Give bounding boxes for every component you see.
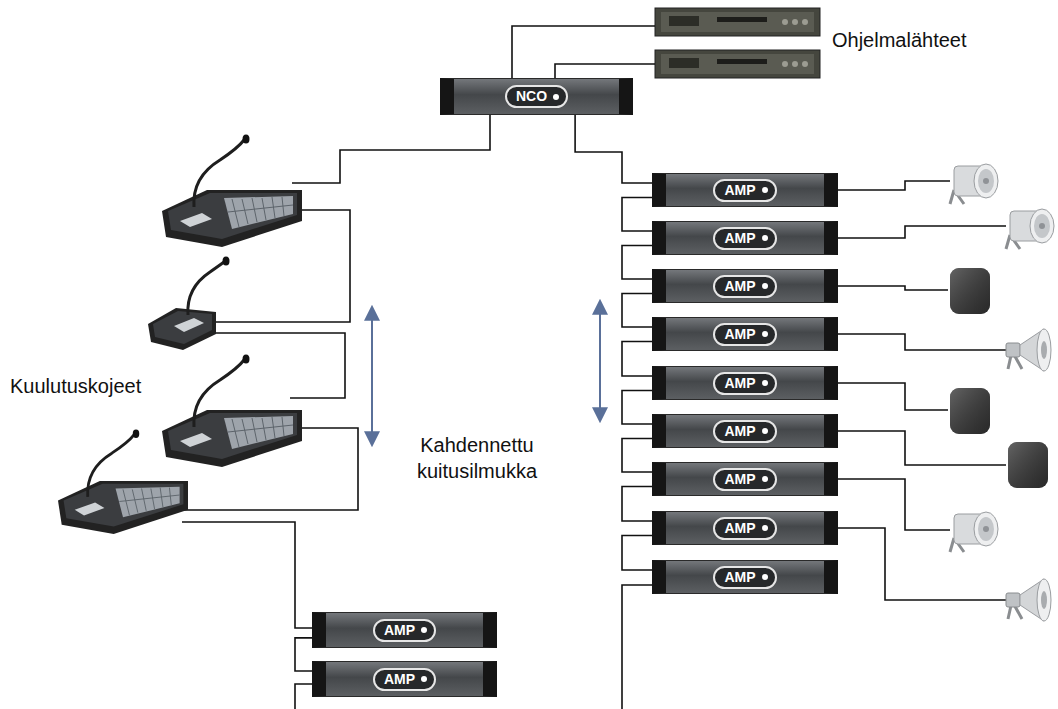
status-dot (762, 380, 768, 386)
device-badge: AMP (713, 517, 776, 540)
device-badge: AMP (713, 323, 776, 346)
amplifier-unit: AMP (312, 612, 497, 648)
device-label: AMP (384, 671, 415, 688)
device-label: NCO (516, 88, 547, 105)
device-label: AMP (724, 375, 755, 392)
device-label: AMP (384, 622, 415, 639)
fiber-link (295, 638, 312, 671)
device-badge: AMP (713, 420, 776, 443)
amplifier-unit: AMP (652, 269, 838, 303)
device-badge: AMP (373, 619, 436, 642)
device-label: AMP (724, 569, 755, 586)
fiber-link (622, 486, 652, 521)
amplifier-unit: AMP (652, 511, 838, 545)
call-station (162, 355, 302, 468)
speaker (1006, 579, 1051, 621)
amplifier-unit: AMP (652, 317, 838, 351)
device-label: AMP (724, 471, 755, 488)
fiber-link (622, 293, 652, 327)
device-label: AMP (724, 520, 755, 537)
speaker (950, 268, 990, 314)
wiring (182, 26, 1008, 709)
fiber-link (622, 390, 652, 424)
amplifier-unit: AMP (652, 414, 838, 448)
device-badge: AMP (713, 372, 776, 395)
status-dot (762, 574, 768, 580)
fiber-link (622, 197, 652, 231)
amplifier-unit: AMP (652, 173, 838, 207)
caption-label: Kuulutuskojeet (10, 373, 141, 399)
status-dot (553, 94, 559, 100)
device-label: AMP (724, 326, 755, 343)
device-label: AMP (724, 182, 755, 199)
double-arrow (599, 302, 601, 420)
speaker (950, 388, 990, 434)
device-label: AMP (724, 423, 755, 440)
device-badge: AMP (713, 275, 776, 298)
program-source (655, 8, 820, 36)
device-label: AMP (724, 230, 755, 247)
device-badge: AMP (713, 468, 776, 491)
call-station (58, 430, 188, 534)
call-station (162, 135, 302, 248)
network-controller: NCO (440, 78, 633, 115)
fiber-link (622, 438, 652, 472)
speaker (1006, 329, 1051, 371)
caption-label: Kahdennettu kuitusilmukka (382, 432, 572, 484)
double-arrow (371, 308, 373, 444)
speaker (950, 164, 998, 204)
fiber-link (575, 115, 652, 183)
amplifier-unit: AMP (652, 366, 838, 400)
speaker (950, 512, 998, 552)
speaker (1006, 209, 1054, 249)
fiber-link (622, 245, 652, 279)
device-badge: AMP (713, 566, 776, 589)
caption-label: Ohjelmalähteet (832, 27, 967, 53)
status-dot (762, 235, 768, 241)
device-badge: AMP (713, 179, 776, 202)
speaker (1008, 442, 1048, 488)
status-dot (762, 476, 768, 482)
device-badge: AMP (373, 668, 436, 691)
status-dot (762, 187, 768, 193)
amplifier-unit: AMP (652, 462, 838, 496)
program-source (655, 50, 820, 78)
status-dot (762, 283, 768, 289)
call-station (148, 257, 230, 351)
device-badge: NCO (505, 85, 568, 108)
amplifier-unit: AMP (652, 221, 838, 255)
status-dot (762, 428, 768, 434)
status-dot (762, 525, 768, 531)
status-dot (762, 331, 768, 337)
fiber-link (622, 341, 652, 376)
device-label: AMP (724, 278, 755, 295)
fiber-link (622, 535, 652, 570)
amplifier-unit: AMP (312, 661, 497, 697)
device-badge: AMP (713, 227, 776, 250)
status-dot (421, 627, 427, 633)
status-dot (421, 676, 427, 682)
amplifier-unit: AMP (652, 560, 838, 594)
